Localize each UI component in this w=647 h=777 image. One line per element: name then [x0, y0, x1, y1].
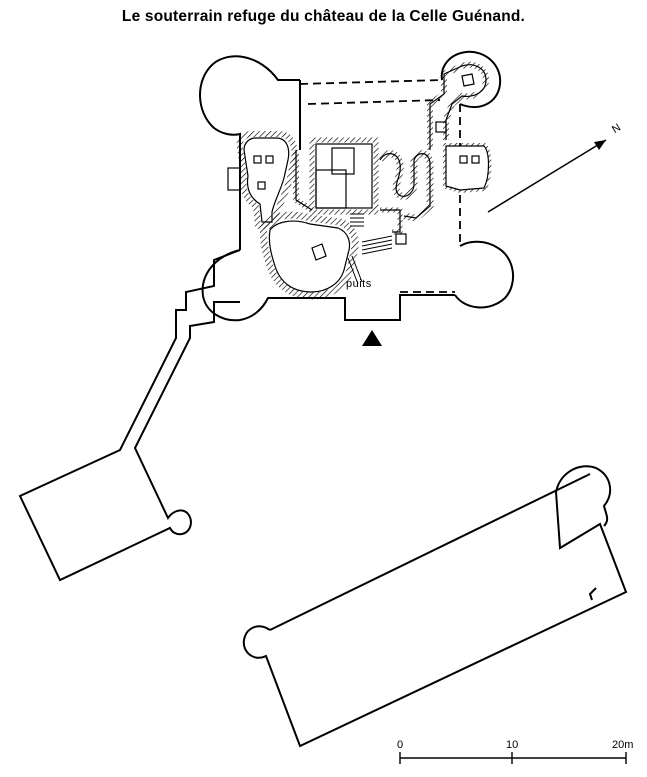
well-label: puits	[346, 278, 372, 290]
scale-tick-20: 20m	[612, 739, 633, 751]
entrance-marker	[362, 330, 382, 346]
refuge-tunnels	[227, 61, 492, 300]
scale-tick-0: 0	[397, 739, 403, 751]
plan-title: Le souterrain refuge du château de la Ce…	[121, 8, 526, 25]
scale-tick-10: 10	[506, 739, 518, 751]
castle-keep-outline	[199, 50, 515, 322]
southwest-wing-outline	[18, 249, 241, 582]
north-arrow: N	[487, 122, 623, 213]
scale-bar: 0 10 20m	[397, 739, 633, 764]
north-label: N	[610, 122, 623, 136]
southeast-wing-outline	[242, 465, 628, 748]
